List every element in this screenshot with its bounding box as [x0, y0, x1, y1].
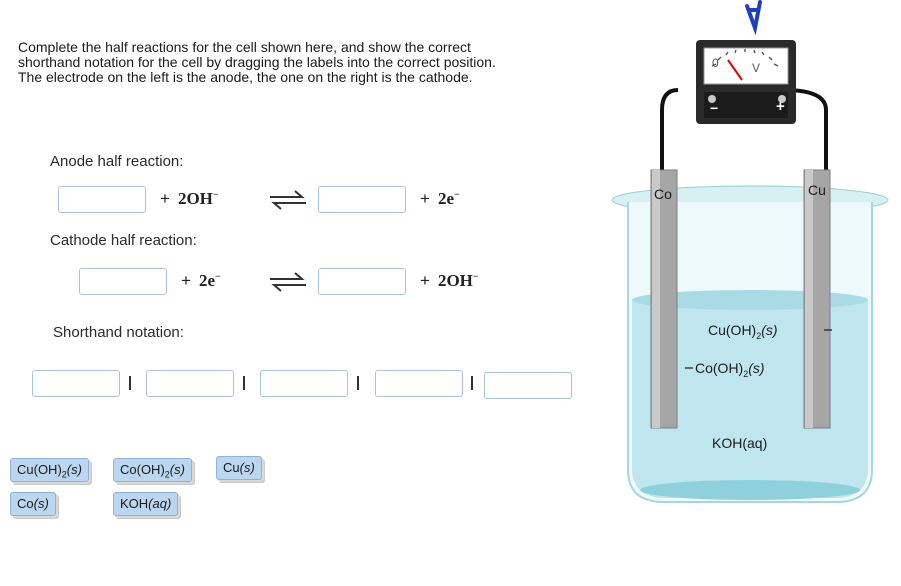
anode-product-drop-target[interactable]: [318, 186, 406, 213]
instructions-line-2: shorthand notation for the cell by dragg…: [18, 54, 496, 70]
draggable-label-cu-oh2[interactable]: Cu(OH)2(s): [10, 458, 89, 482]
shorthand-heading: Shorthand notation:: [53, 324, 184, 341]
equilibrium-arrows-icon: [270, 190, 306, 210]
instructions-line-3: The electrode on the left is the anode, …: [18, 69, 473, 85]
shorthand-drop-target-2[interactable]: [146, 370, 234, 397]
shorthand-drop-target-3[interactable]: [260, 370, 348, 397]
voltmeter-unit: V: [752, 61, 761, 75]
cathode-reactant-drop-target[interactable]: [79, 268, 167, 295]
shorthand-drop-target-4[interactable]: [375, 370, 463, 397]
cathode-product-drop-target[interactable]: [318, 268, 406, 295]
anode-coating-label: Co(OH)2(s): [695, 360, 765, 379]
draggable-label-co-oh2[interactable]: Co(OH)2(s): [113, 458, 192, 482]
draggable-label-cu[interactable]: Cu(s): [216, 456, 262, 480]
left-electrode-label: Co: [654, 186, 672, 202]
draggable-label-co[interactable]: Co(s): [10, 492, 56, 516]
cathode-electron-term: +2e−: [181, 271, 221, 290]
phase-boundary-separator: [129, 376, 131, 390]
phase-boundary-separator: [357, 376, 359, 390]
shorthand-drop-target-1[interactable]: [32, 370, 120, 397]
instructions-line-1: Complete the half reactions for the cell…: [18, 39, 471, 55]
voltmeter-zero-mark: 0: [712, 56, 719, 70]
anode-electron-term: +2e−: [420, 189, 460, 208]
anode-heading: Anode half reaction:: [50, 153, 184, 170]
electrolyte-label: KOH(aq): [712, 435, 768, 451]
cell-drawing: [611, 0, 889, 503]
electrochemical-cell-illustration: 0 V − + Co Cu Cu(OH)2(s) Co(OH)2(s) KOH(…: [600, 0, 901, 581]
draggable-label-koh[interactable]: KOH(aq): [113, 492, 179, 516]
anode-reactant-drop-target[interactable]: [58, 186, 146, 213]
cathode-heading: Cathode half reaction:: [50, 232, 197, 249]
phase-boundary-separator: [471, 376, 473, 390]
right-electrode-label: Cu: [808, 182, 826, 198]
anode-hydroxide-term: +2OH−: [160, 189, 219, 208]
instructions: Complete the half reactions for the cell…: [18, 40, 658, 85]
equilibrium-arrows-icon: [270, 272, 306, 292]
voltmeter-plus-terminal: +: [776, 98, 785, 115]
phase-boundary-separator: [243, 376, 245, 390]
cathode-hydroxide-term: +2OH−: [420, 271, 479, 290]
shorthand-drop-target-5[interactable]: [484, 372, 572, 399]
voltmeter-minus-terminal: −: [710, 100, 719, 116]
cathode-coating-label: Cu(OH)2(s): [708, 322, 778, 341]
